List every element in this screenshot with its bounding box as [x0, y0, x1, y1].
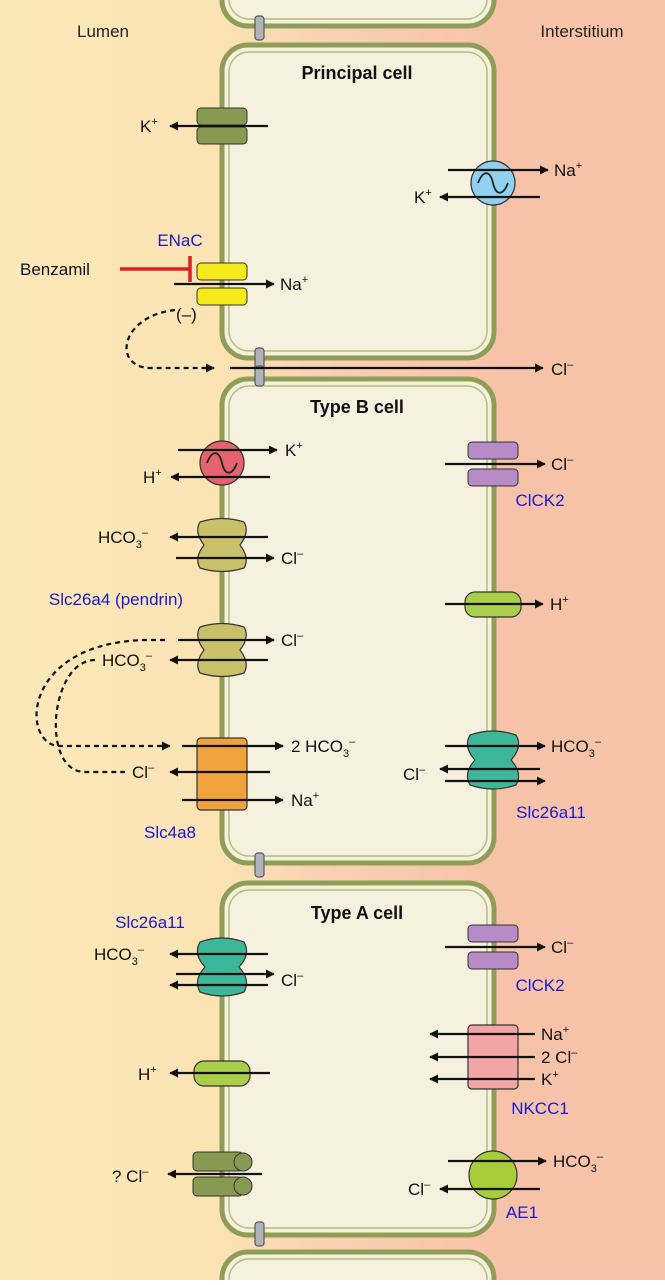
cl-in-label-b: Cl– [281, 548, 304, 568]
ae1-label: AE1 [506, 1203, 538, 1222]
tight-junctions [254, 15, 265, 1247]
pendrin-exchanger-2 [169, 622, 275, 678]
nkcc-cl-label: 2 Cl– [541, 1047, 578, 1067]
cl-out-label-b: Cl– [132, 762, 155, 782]
benzamil-label: Benzamil [20, 260, 90, 279]
nkcc1-label: NKCC1 [511, 1099, 569, 1118]
nkcc-k-label: K+ [541, 1069, 559, 1089]
nkcc1-cotransporter [429, 1024, 535, 1090]
benzamil-inhibition [120, 256, 192, 282]
k-channel [169, 107, 268, 145]
cl-recycle-dashed-line [54, 658, 125, 774]
clck2-label-b: ClCK2 [515, 491, 564, 510]
principal-cell [219, 42, 497, 361]
clck2-channel-b [445, 441, 546, 487]
interstitium-label: Interstitium [540, 22, 623, 41]
unknown-cl-label: ? Cl– [112, 1166, 149, 1186]
na-in-label-b: Na+ [291, 790, 319, 810]
h-right-label-b: H+ [550, 594, 569, 614]
cl-label-a: Cl– [281, 970, 304, 990]
nkcc-na-label: Na+ [541, 1024, 569, 1044]
type-a-cell-title: Type A cell [311, 903, 403, 923]
enac-channel [174, 262, 275, 306]
cl-right-label-b: Cl– [403, 764, 426, 784]
slc26a11-label-b: Slc26a11 [516, 803, 586, 822]
hco3-out-label-b2: HCO3– [102, 650, 153, 674]
ae1-exchanger [439, 1150, 547, 1200]
k-label-b: K+ [285, 440, 303, 460]
principal-cell-title: Principal cell [301, 63, 412, 83]
h-transporter-b [445, 591, 544, 618]
clck2-cl-label-a: Cl– [551, 937, 574, 957]
na-in-label: Na+ [280, 274, 308, 294]
hco3-recycle-dashed-arrow [35, 638, 171, 751]
h-label-b: H+ [143, 467, 162, 487]
h-label-a: H+ [138, 1064, 157, 1084]
slc4a8-label: Slc4a8 [144, 823, 196, 842]
clck2-cl-label-b: Cl– [551, 454, 574, 474]
type-a-cell [219, 880, 497, 1238]
hco3-right-label-b: HCO3– [551, 736, 602, 760]
two-hco3-label: 2 HCO3– [291, 736, 356, 760]
lumen-label: Lumen [77, 22, 129, 41]
cl-in-label-b2: Cl– [281, 630, 304, 650]
h-k-atpase [170, 440, 278, 486]
clck2-label-a: ClCK2 [515, 976, 564, 995]
ae1-cl-label: Cl– [408, 1179, 431, 1199]
slc4a8-transporter [169, 737, 284, 811]
type-b-cell [219, 376, 497, 866]
na-out-label: Na+ [554, 160, 582, 180]
pendrin-exchanger-1 [169, 517, 275, 573]
h-transporter-a [169, 1060, 270, 1087]
negative-feedback-label: (–) [176, 305, 197, 324]
cell-bottom-partial [219, 1249, 497, 1285]
k-in-label: K+ [414, 187, 432, 207]
k-lumen-label: K+ [140, 116, 158, 136]
ae1-hco3-label: HCO3– [553, 1151, 604, 1175]
unknown-cl-channel [167, 1151, 262, 1197]
cl-paracellular-label: Cl– [551, 359, 574, 379]
hco3-label-a: HCO3– [94, 944, 145, 968]
enac-label: ENaC [157, 231, 202, 250]
pendrin-label: Slc26a4 (pendrin) [49, 590, 183, 609]
slc26a11-exchanger-b [439, 730, 546, 790]
type-b-cell-title: Type B cell [310, 397, 404, 417]
slc26a11-label-a: Slc26a11 [115, 913, 185, 932]
cell-top-partial [219, 0, 497, 29]
feedback-dashed-arrow [125, 308, 215, 373]
na-k-atpase [439, 160, 549, 206]
hco3-out-label-b: HCO3– [98, 527, 149, 551]
clck2-channel-a [445, 924, 546, 970]
slc26a11-exchanger-a [169, 937, 275, 997]
